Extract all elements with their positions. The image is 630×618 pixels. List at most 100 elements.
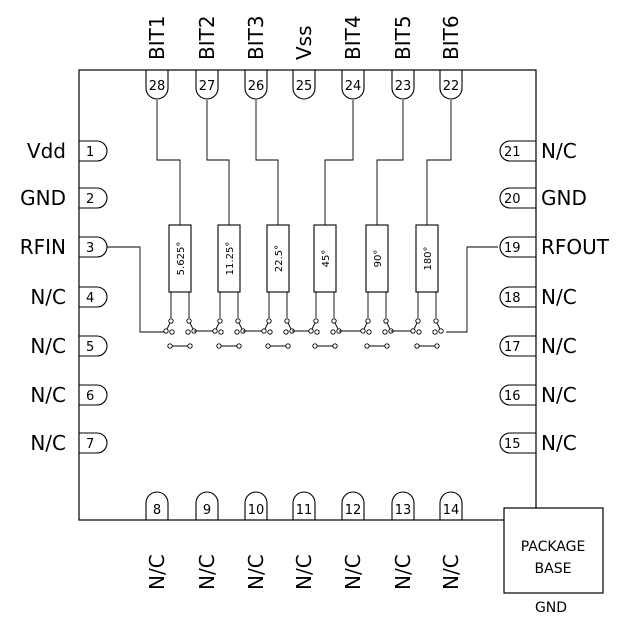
package-body [78,69,537,521]
right-pin-20: 20 GND [499,186,587,210]
pin-number: 8 [153,503,161,518]
pin-number: 3 [86,241,94,256]
phase-cell-label: 45° [321,250,332,268]
pin-name: N/C [541,383,577,407]
pin-name: BIT5 [391,15,415,60]
pin-number: 17 [504,340,521,355]
pin-number: 12 [345,503,362,518]
pin-number: 19 [504,241,521,256]
pin-name: Vdd [27,139,66,163]
pin-name: BIT4 [341,15,365,60]
pin-name: N/C [30,285,66,309]
pin-number: 13 [395,503,412,518]
left-pin-7: 7 N/C [30,431,108,455]
package-base-box [503,507,604,594]
bottom-pin-12: 12N/C [341,491,365,590]
pin-number: 22 [443,79,460,94]
pin-number: 14 [443,503,460,518]
phase-cell: 5.625° [156,100,192,318]
rfin-trace [107,246,166,333]
bit-switch [261,318,311,349]
left-pin-4: 4 N/C [30,285,108,309]
pin-number: 16 [504,389,521,404]
pin-name: BIT3 [244,15,268,60]
bottom-pin-11: 11N/C [292,491,316,590]
right-pin-15: 15 N/C [499,431,577,455]
phase-cell: 22.5° [255,100,290,318]
pin-name: N/C [541,334,577,358]
pin-name: N/C [30,383,66,407]
package-base-gnd-label: GND [535,600,567,616]
bit-switch [163,318,215,349]
pin-number: 23 [395,79,412,94]
left-pin-2: 2 GND [20,186,108,210]
pin-number: 7 [86,437,94,452]
phase-cell: 180° [415,100,452,318]
left-pin-3: 3 RFIN [20,235,108,259]
pin-name: N/C [30,431,66,455]
pin-name: N/C [195,554,219,590]
top-pin-23: 23 BIT5 [391,15,415,100]
right-pin-19: 19 RFOUT [499,235,610,259]
pin-name: N/C [341,554,365,590]
bottom-pin-9: 9N/C [195,491,219,590]
phase-cell: 11.25° [206,100,241,318]
package-base-label-1: PACKAGE [521,539,586,555]
pin-name: N/C [541,139,577,163]
top-pin-27: 27 BIT2 [195,15,219,100]
pin-number: 27 [199,79,216,94]
bit-switch [308,318,363,349]
pin-number: 21 [504,145,521,160]
top-pin-28: 28 BIT1 [145,15,169,100]
pin-name: GND [541,186,587,210]
left-pin-1: 1 Vdd [27,139,108,163]
top-pin-22: 22 BIT6 [439,15,463,100]
pin-name: N/C [244,554,268,590]
pin-number: 18 [504,291,521,306]
pin-name: BIT6 [439,15,463,60]
bottom-pin-13: 13N/C [391,491,415,590]
pin-number: 2 [86,192,94,207]
pin-number: 28 [149,79,166,94]
phase-cell: 90° [365,100,404,318]
pin-name: RFIN [20,235,66,259]
package-base-label-2: BASE [535,561,572,577]
right-pin-17: 17 N/C [499,334,577,358]
bit-switch [410,318,444,349]
rfout-trace [446,246,498,333]
pin-number: 15 [504,437,521,452]
top-pin-24: 24 BIT4 [341,15,365,100]
bottom-pin-8: 8N/C [145,491,169,590]
pin-name: N/C [541,431,577,455]
phase-cell: 45° [313,100,354,318]
pin-number: 5 [86,340,94,355]
left-pin-6: 6N/C [30,383,108,407]
pin-name: N/C [30,334,66,358]
pin-name: N/C [541,285,577,309]
pin-name: BIT2 [195,15,219,60]
pin-number: 11 [296,503,313,518]
pin-number: 4 [86,291,94,306]
phase-cell-label: 90° [373,250,384,268]
pin-number: 20 [504,192,521,207]
pin-number: 24 [345,79,362,94]
pin-name: N/C [292,554,316,590]
right-pin-21: 21 N/C [499,139,577,163]
phase-cell-label: 11.25° [225,242,236,276]
right-pin-18: 18 N/C [499,285,577,309]
pin-name: BIT1 [145,15,169,60]
bottom-pin-14: 14N/C [439,491,463,590]
pin-name: RFOUT [541,235,610,259]
pin-number: 25 [296,79,313,94]
pin-number: 10 [248,503,265,518]
pin-number: 1 [86,145,94,160]
right-pin-16: 16 N/C [499,383,577,407]
phase-cell-label: 5.625° [176,242,187,276]
phase-cell-label: 180° [423,246,434,270]
pin-name: N/C [391,554,415,590]
pin-name: GND [20,186,66,210]
bit-switch [360,318,413,349]
